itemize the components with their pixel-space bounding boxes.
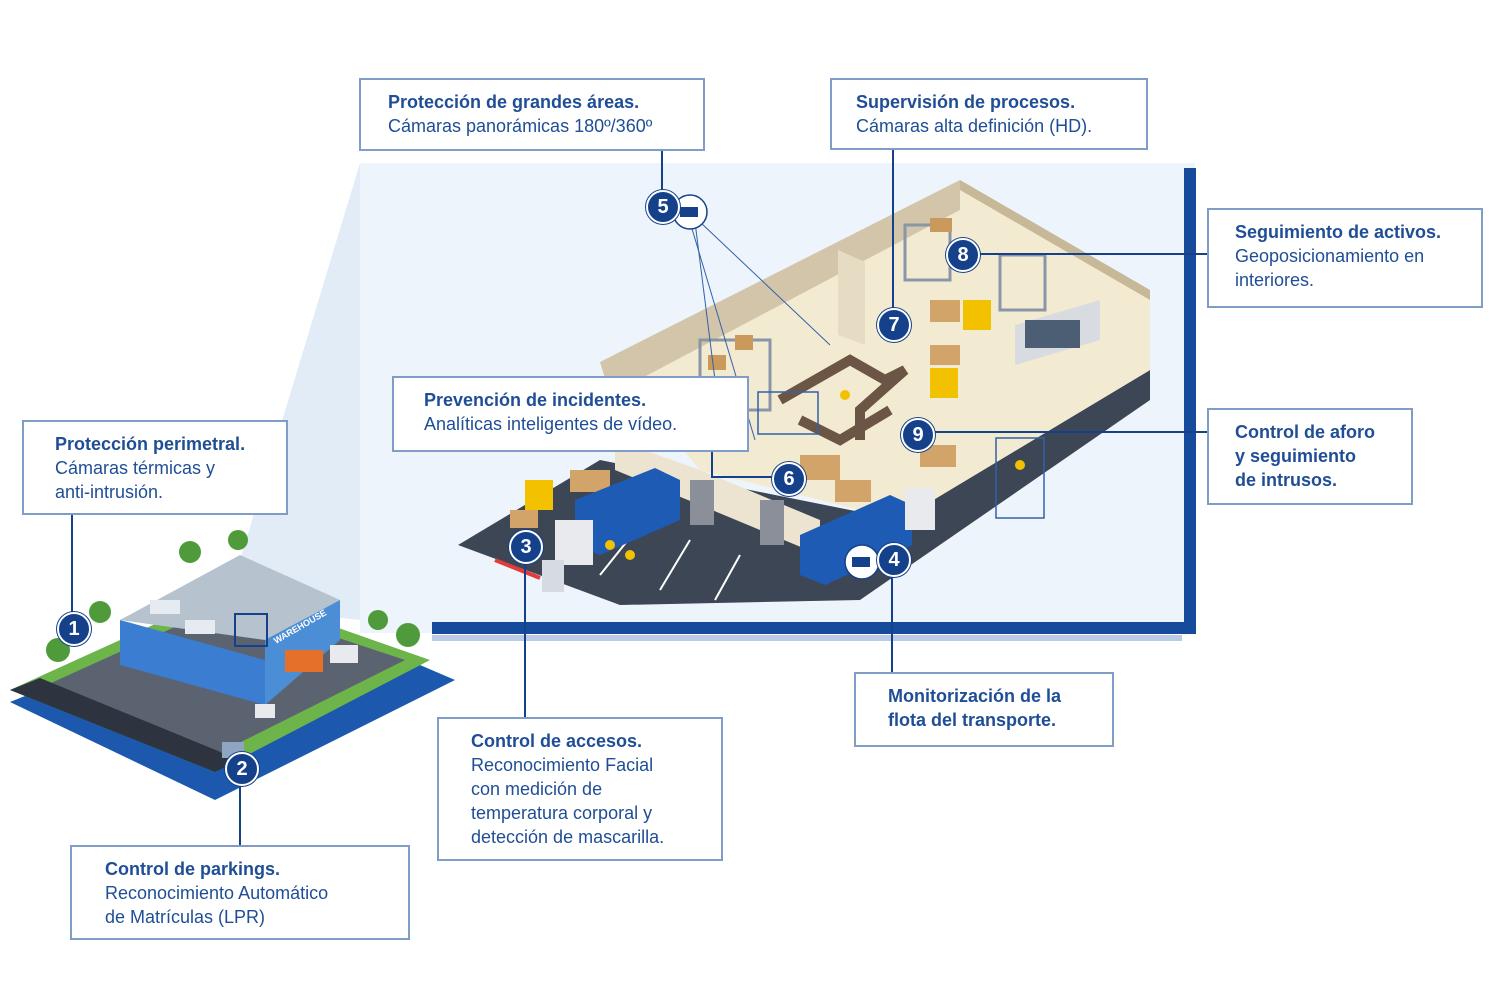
barrier — [494, 558, 541, 580]
worker — [1015, 460, 1025, 470]
yard-asphalt — [458, 370, 1150, 605]
zoom-frame-border — [432, 168, 1196, 634]
camera-icon-body — [852, 557, 870, 567]
callout-title: Protección de grandes áreas. — [388, 92, 640, 112]
box — [930, 300, 960, 322]
tree — [46, 638, 70, 662]
tree — [89, 601, 111, 623]
callout-text: Reconocimiento Facial con medición de te… — [471, 755, 665, 847]
conveyor-2 — [797, 405, 893, 446]
box — [930, 345, 960, 365]
back-wall-left — [600, 180, 960, 395]
box — [510, 510, 538, 528]
box — [570, 470, 610, 492]
callout-title: Seguimiento de activos. — [1235, 222, 1442, 242]
badge-7: 7 — [877, 308, 911, 342]
truck-cab-left — [555, 520, 593, 565]
parking-lines-2 — [659, 539, 691, 591]
callout-title: Protección perimetral. — [55, 434, 246, 454]
badge-9: 9 — [901, 418, 935, 452]
zoom-cone — [240, 163, 360, 620]
forklift — [525, 480, 553, 510]
truck-cab-right — [905, 488, 935, 530]
booth — [542, 560, 564, 592]
van — [255, 704, 275, 718]
callout-title: Control de accesos. — [471, 731, 643, 751]
white-truck — [330, 645, 358, 663]
parking-lines-3 — [714, 554, 741, 601]
callout-text: Geoposicionamiento en interiores. — [1235, 246, 1425, 290]
orange-truck — [285, 650, 323, 672]
callout-access-control: Control de accesos. Reconocimiento Facia… — [437, 717, 723, 861]
box — [800, 455, 840, 480]
truck-trailer-right — [800, 495, 912, 585]
callout-text: Cámaras panorámicas 180º/360º — [388, 116, 653, 136]
callout-perimeter-protection: Protección perimetral. Cámaras térmicas … — [22, 420, 288, 515]
camera-icon-body — [680, 207, 698, 217]
badge-2: 2 — [225, 752, 259, 786]
box — [835, 480, 871, 502]
callout-title: Control de parkings. — [105, 859, 281, 879]
worker — [625, 550, 635, 560]
tree — [179, 541, 201, 563]
monitor-wall — [1025, 320, 1080, 348]
callout-capacity-control: Control de aforo y seguimiento de intrus… — [1207, 408, 1413, 505]
forklift — [963, 300, 991, 330]
callout-title: Supervisión de procesos. — [856, 92, 1076, 112]
callout-title: Monitorización de la flota del transport… — [888, 686, 1062, 730]
roof-window — [150, 600, 180, 614]
camera-zone — [234, 613, 268, 647]
dock-door-1 — [690, 480, 714, 525]
callout-title: Control de aforo y seguimiento de intrus… — [1235, 422, 1375, 490]
callout-process-supervision: Supervisión de procesos. Cámaras alta de… — [830, 78, 1148, 150]
callout-text: Reconocimiento Automático de Matrículas … — [105, 883, 329, 927]
roof-window — [185, 620, 215, 634]
camera-view-line — [699, 221, 831, 346]
road — [10, 678, 240, 772]
truck-trailer-left — [575, 468, 680, 555]
tree — [228, 530, 248, 550]
box — [708, 355, 726, 370]
tree — [368, 610, 388, 630]
badge-1: 1 — [57, 612, 91, 646]
box — [920, 445, 956, 467]
forklift — [930, 368, 958, 398]
dock-door-2 — [760, 500, 784, 545]
callout-title: Prevención de incidentes. — [424, 390, 647, 410]
building-roof — [120, 555, 340, 640]
callout-fleet-monitoring: Monitorización de la flota del transport… — [854, 672, 1114, 747]
worker — [605, 540, 615, 550]
badge-8: 8 — [946, 238, 980, 272]
leader-line-6 — [711, 452, 776, 478]
building-front — [120, 620, 265, 705]
conveyor — [777, 354, 909, 440]
callout-text: Analíticas inteligentes de vídeo. — [424, 414, 678, 434]
detection-box — [757, 391, 819, 435]
camera-view-line — [694, 221, 716, 381]
back-wall-right — [960, 180, 1150, 300]
box — [735, 335, 753, 350]
callout-text: Cámaras térmicas y anti-intrusión. — [55, 458, 216, 502]
callout-asset-tracking: Seguimiento de activos. Geoposicionamien… — [1207, 208, 1483, 308]
badge-6: 6 — [772, 462, 806, 496]
badge-3: 3 — [509, 530, 543, 564]
callout-parking-control: Control de parkings. Reconocimiento Auto… — [70, 845, 410, 940]
box — [930, 218, 952, 232]
tree — [396, 623, 420, 647]
callout-text: Cámaras alta definición (HD). — [856, 116, 1093, 136]
badge-4: 4 — [877, 543, 911, 577]
badge-5: 5 — [646, 190, 680, 224]
partition-wall — [838, 250, 865, 345]
worker — [840, 390, 850, 400]
callout-incident-prevention: Prevención de incidentes. Analíticas int… — [392, 376, 749, 452]
warehouse-floor — [620, 180, 1150, 520]
callout-large-area-protection: Protección de grandes áreas. Cámaras pan… — [359, 78, 705, 151]
detection-box — [995, 437, 1045, 519]
